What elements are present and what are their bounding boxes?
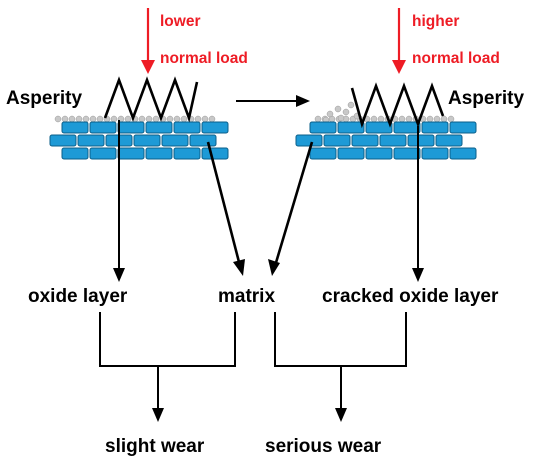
oxide-particle xyxy=(433,115,441,123)
oxide-brick xyxy=(365,121,393,134)
higher-load-text: higher xyxy=(412,13,459,30)
oxide-particle xyxy=(180,115,188,123)
lower-load-arrowhead xyxy=(141,60,155,74)
oxide-particle xyxy=(314,115,322,123)
oxide-particle xyxy=(96,115,104,123)
oxide-brick xyxy=(351,134,379,147)
oxide-particle xyxy=(370,115,378,123)
arrow-left-to-matrix-head xyxy=(233,259,245,276)
brick-layer-right xyxy=(295,121,477,160)
slight-wear-bracket xyxy=(99,312,236,367)
oxide-brick xyxy=(117,147,145,160)
matrix-label: matrix xyxy=(218,286,275,307)
oxide-brick xyxy=(365,147,393,160)
oxide-particle xyxy=(124,115,132,123)
oxide-brick xyxy=(145,121,173,134)
brick-layer-left xyxy=(49,121,229,160)
oxide-brick xyxy=(309,147,337,160)
asperity-profile-left xyxy=(103,76,199,123)
normal-load-text-right: normal load xyxy=(412,50,500,67)
oxide-particle xyxy=(68,115,76,123)
oxide-brick xyxy=(435,134,463,147)
lower-load-text: lower xyxy=(160,13,200,30)
oxide-brick xyxy=(295,134,323,147)
oxide-particle xyxy=(334,105,342,113)
higher-load-arrowhead xyxy=(392,60,406,74)
arrow-to-oxide-layer-head xyxy=(113,268,125,282)
arrow-to-serious-wear-head xyxy=(335,408,347,422)
oxide-particle xyxy=(377,115,385,123)
serious-wear-label: serious wear xyxy=(265,436,382,457)
oxide-particle xyxy=(110,115,118,123)
oxide-particle xyxy=(61,115,69,123)
oxide-brick xyxy=(117,121,145,134)
oxide-brick xyxy=(89,121,117,134)
oxide-particle xyxy=(398,115,406,123)
arrow-left-to-matrix xyxy=(206,141,242,267)
oxide-particle xyxy=(145,115,153,123)
oxide-particle xyxy=(89,115,97,123)
oxide-brick xyxy=(337,121,365,134)
oxide-particle xyxy=(447,115,455,123)
oxide-particle xyxy=(194,115,202,123)
arrow-right-to-matrix-head xyxy=(268,259,280,276)
oxide-particle xyxy=(440,115,448,123)
asperity-label-right: Asperity xyxy=(448,88,524,109)
oxide-brick xyxy=(379,134,407,147)
oxide-particle xyxy=(342,108,350,116)
oxide-particle xyxy=(326,110,334,118)
oxide-particle xyxy=(173,115,181,123)
oxide-brick xyxy=(449,147,477,160)
asperity-profile-right xyxy=(350,82,445,129)
oxide-particle xyxy=(82,115,90,123)
oxide-particle xyxy=(405,115,413,123)
oxide-particle xyxy=(54,115,62,123)
oxide-brick xyxy=(393,121,421,134)
oxide-particle xyxy=(75,115,83,123)
oxide-layer-label: oxide layer xyxy=(28,286,128,307)
arrow-right-to-matrix xyxy=(273,141,314,267)
oxide-brick xyxy=(323,134,351,147)
oxide-brick xyxy=(421,121,449,134)
oxide-brick xyxy=(337,147,365,160)
oxide-particle xyxy=(201,115,209,123)
oxide-brick xyxy=(161,134,189,147)
oxide-brick xyxy=(309,121,337,134)
oxide-brick xyxy=(77,134,105,147)
oxide-particle xyxy=(138,115,146,123)
oxide-brick xyxy=(393,147,421,160)
arrow-to-cracked-oxide-head xyxy=(412,268,424,282)
oxide-brick xyxy=(201,121,229,134)
oxide-brick xyxy=(189,134,217,147)
oxide-brick xyxy=(49,134,77,147)
oxide-brick xyxy=(89,147,117,160)
oxide-brick xyxy=(61,121,89,134)
oxide-brick xyxy=(421,147,449,160)
transition-arrowhead xyxy=(296,95,310,107)
oxide-brick xyxy=(201,147,229,160)
oxide-brick xyxy=(449,121,477,134)
oxide-particles-left xyxy=(54,115,216,123)
oxide-brick xyxy=(133,134,161,147)
oxide-particle xyxy=(152,115,160,123)
normal-load-text-left: normal load xyxy=(160,50,248,67)
oxide-particle xyxy=(337,114,345,122)
oxide-brick xyxy=(407,134,435,147)
asperity-label-left: Asperity xyxy=(6,88,82,109)
cracked-oxide-layer-label: cracked oxide layer xyxy=(322,286,499,307)
arrow-to-slight-wear-head xyxy=(152,408,164,422)
oxide-brick xyxy=(145,147,173,160)
oxide-brick xyxy=(173,147,201,160)
oxide-particle xyxy=(347,101,355,109)
oxide-brick xyxy=(173,121,201,134)
oxide-brick xyxy=(61,147,89,160)
oxide-particle xyxy=(208,115,216,123)
slight-wear-label: slight wear xyxy=(105,436,205,457)
serious-wear-bracket xyxy=(274,312,407,367)
oxide-particle xyxy=(166,115,174,123)
oxide-particle xyxy=(426,115,434,123)
